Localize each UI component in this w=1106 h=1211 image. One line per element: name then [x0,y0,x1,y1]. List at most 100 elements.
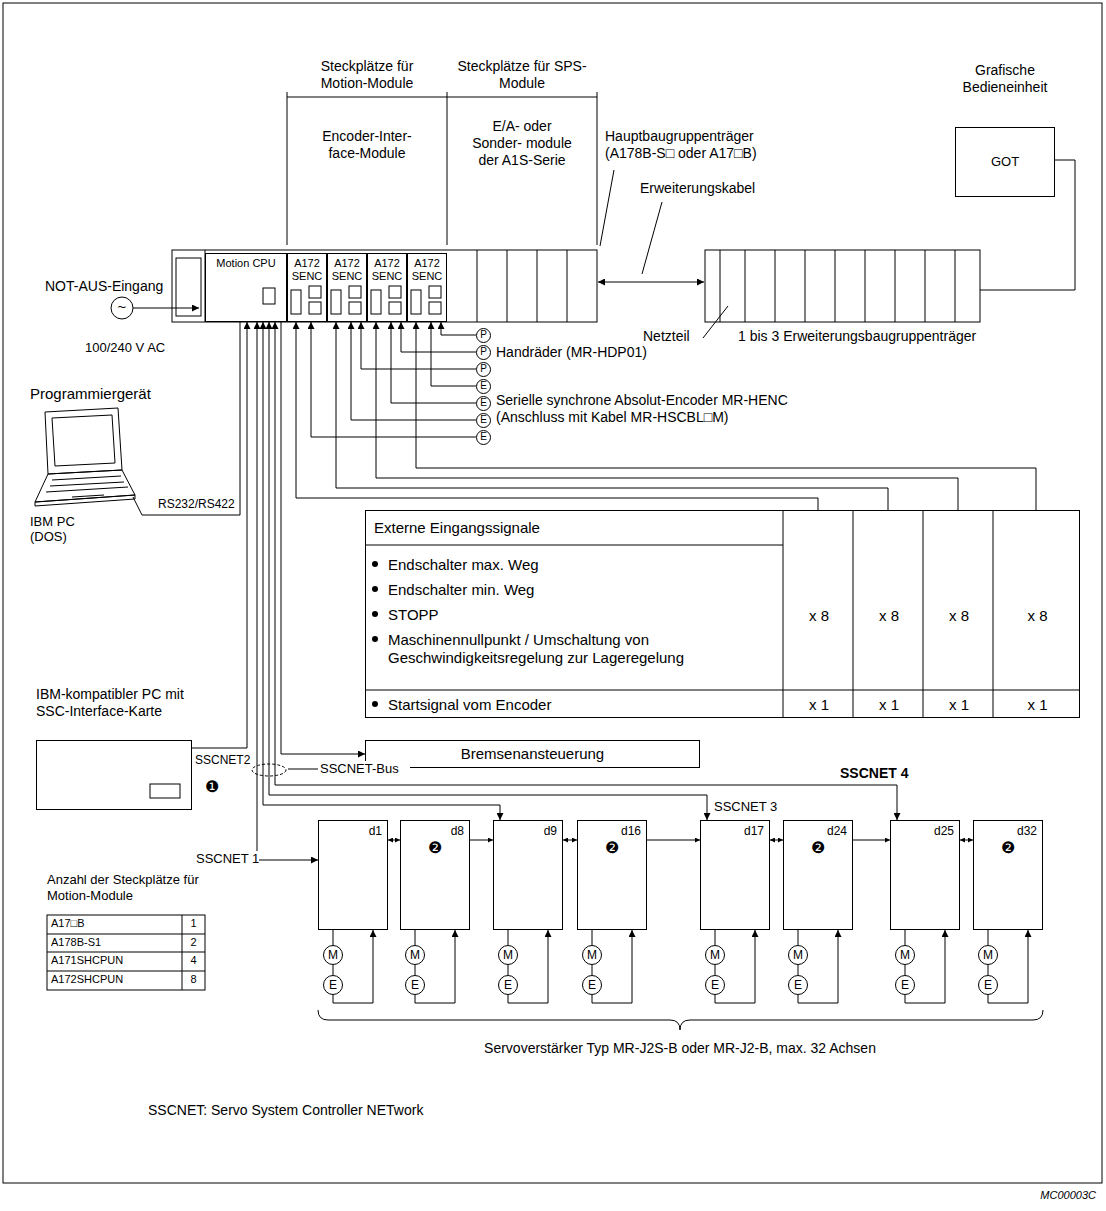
label-text: ❶ [205,777,229,796]
illustration [3,3,1102,1183]
motor-circle: M [978,945,998,965]
connector [592,965,593,975]
label-text: Anzahl der Steckplätze für Motion-Module [47,872,217,903]
label-text: Servoverstärker Typ MR-J2S-B oder MR-J2-… [380,1040,980,1057]
servo-amplifier: d24❷ [783,820,853,930]
node-text: Startsignal vom Encoder [388,696,768,714]
node-title: E [984,979,992,991]
handwheel-circle: P [476,345,491,360]
label-text: 100/240 V AC [85,340,195,356]
connector [376,322,958,510]
node-title: M [793,949,803,961]
connector [770,840,783,841]
connector [798,930,799,945]
connector [563,840,577,841]
encoder-interface-module: A172 SENC [287,253,327,322]
connector [647,840,700,841]
label-text: Netzteil [643,328,701,345]
leader-line [288,769,318,770]
node-title: d9 [544,824,557,838]
node-title: A172 SENC [368,257,406,282]
node-title: d1 [369,824,382,838]
servo-amplifier: d9 [493,820,563,930]
node-title: E [504,979,512,991]
programming-device: ProgrammiergerätIBM PC (DOS) [30,385,155,545]
bullet [372,636,378,642]
label-text: Handräder (MR-HDP01) [496,344,746,361]
extension-cable [598,282,704,283]
node-title: E [711,979,719,991]
connector [415,930,416,945]
module-port [371,290,381,314]
servo-amplifier: d16❷ [577,820,647,930]
node-title: M [587,949,597,961]
connector [333,930,334,945]
main-rack [176,258,201,316]
label-text: NOT-AUS-Eingang [45,278,185,295]
motor-circle: M [323,945,343,965]
label-text: E/A- oder Sonder- module der A1S-Serie [472,118,572,168]
module-port [349,302,361,314]
got-panel: Grafische BedieneinheitGOT [955,62,1055,197]
power-input [111,297,199,319]
got-wire [980,160,1075,290]
power-input [133,308,199,309]
encoder-interface-module: A172 SENC [367,253,407,322]
amplifier-brace [318,1010,1043,1030]
label-text: Steckplätze für SPS-Module [457,58,587,92]
connector [715,930,716,945]
motor-encoder-circle: E [788,975,808,995]
label-text: 2 [183,936,205,949]
connector [988,930,989,945]
connector [853,840,890,841]
node-title: Programmiergerät [30,385,155,403]
module-port [349,286,361,298]
node-title: M [328,949,338,961]
slot-bracket [287,92,597,245]
figure-frame [3,3,1102,1183]
slot-table-grid [47,915,205,990]
node-title: P [480,364,487,374]
motor-circle: M [405,945,425,965]
cpu-module: Motion CPU [205,253,287,322]
laptop-drawing [35,408,155,515]
label-text: Steckplätze für Motion-Module [302,58,432,92]
connector [416,322,1036,510]
label-text: A178B-S1 [51,936,179,949]
connector [336,322,888,510]
node-text: ❷ [1001,838,1015,857]
leader-line [642,202,662,274]
connector [361,322,476,369]
node-title: Externe Eingangssignale [374,519,774,537]
node-title: A172 SENC [408,257,446,282]
connector [257,322,318,860]
module-port [389,286,401,298]
leader-line [703,306,728,338]
encoder-circle: E [476,413,491,428]
node-title: d16 [621,824,641,838]
node-text: x 8 [994,607,1081,625]
bullet [372,701,378,707]
label-text: Encoder-Inter- face-Module [312,128,422,162]
node-title: E [480,415,487,425]
interface-card [150,784,180,798]
module-port [263,288,275,304]
label-text: 4 [183,954,205,967]
module-port [309,286,321,298]
connector [441,322,476,335]
module-port [331,290,341,314]
connector [415,965,416,975]
laptop-drawing [35,470,135,502]
node-title: d25 [934,824,954,838]
node-title: E [411,979,419,991]
slot-table-grid [47,915,205,990]
laptop-drawing [52,415,115,466]
motor-circle: M [582,945,602,965]
label-text: 1 [183,917,205,930]
table-grid [365,510,1080,718]
node-text: x 1 [924,696,994,714]
connector [508,965,509,975]
label-text: Serielle synchrone Absolut-Encoder MR-HE… [496,392,826,426]
